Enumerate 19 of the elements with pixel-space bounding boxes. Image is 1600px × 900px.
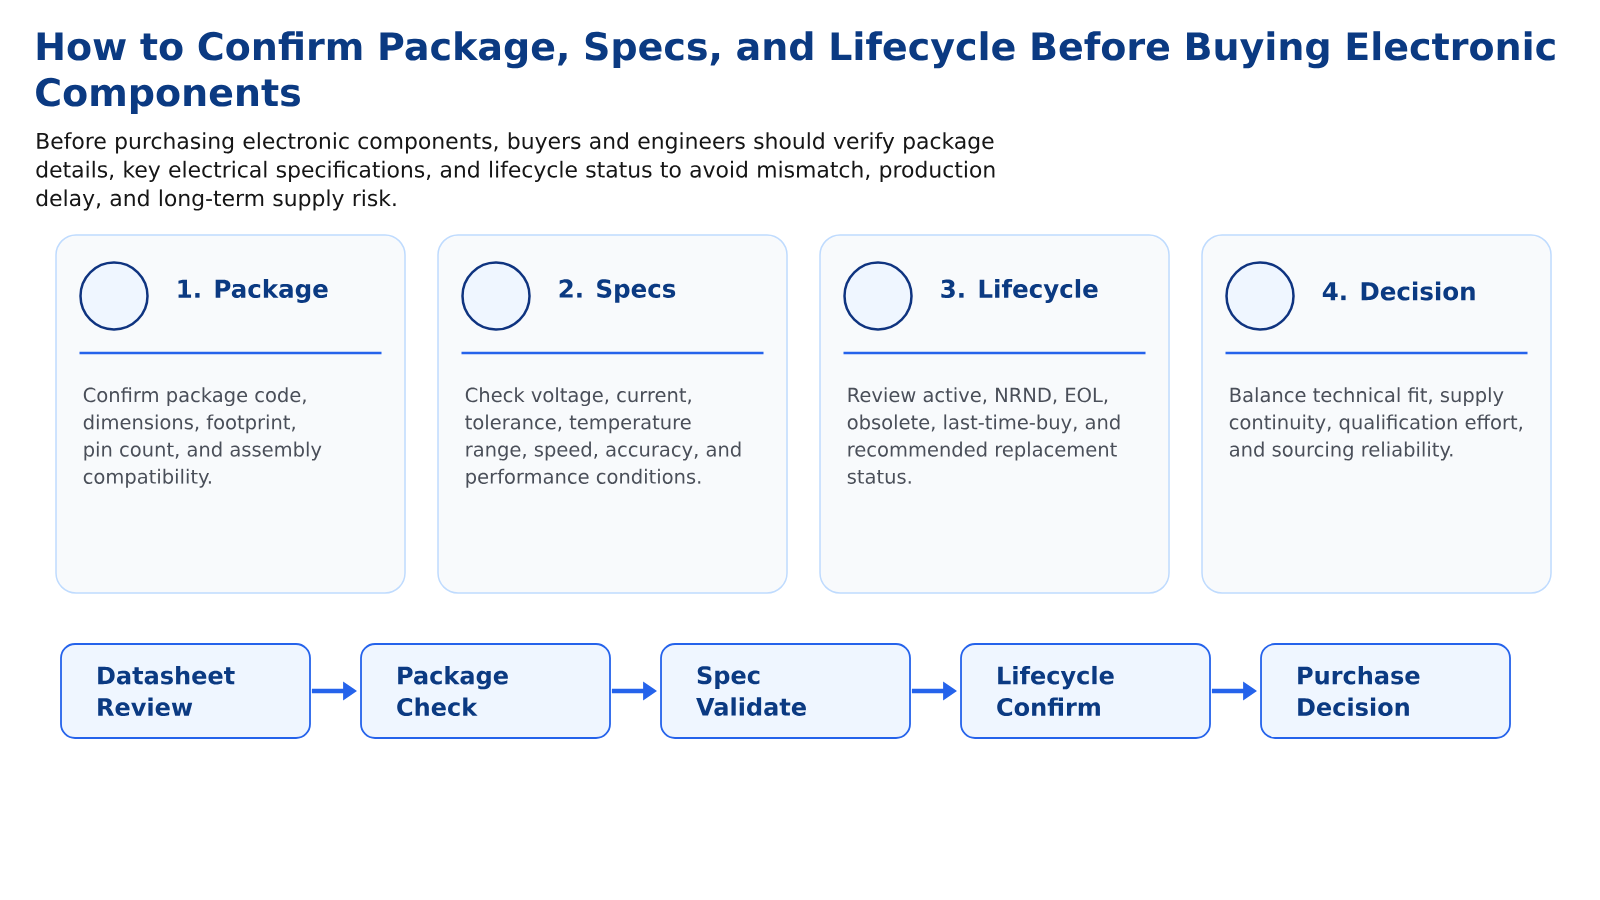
card-heading: 2. Specs	[559, 279, 676, 303]
circle-icon	[843, 261, 913, 331]
step-box: Datasheet Review	[60, 643, 311, 739]
intro-text: Before purchasing electronic components, buyers and engineers should verify package details, key electrical specifications, and lifecycle status to avoid mismatch, production delay, and long-term supply risk.	[36, 132, 995, 211]
step-box: Spec Validate	[660, 643, 911, 739]
step-box: Purchase Decision	[1260, 643, 1511, 739]
card-heading: 3. Lifecycle	[941, 279, 1098, 303]
card-text: Confirm package code, dimensions, footprint, pin count, and assembly compatibility.	[83, 387, 322, 488]
circle-icon	[79, 261, 149, 331]
card-text: Balance technical fit, supply continuity, qualification effort, and sourcing reliability.	[1229, 387, 1522, 461]
circle-icon	[461, 261, 531, 331]
card-text: Review active, NRND, EOL, obsolete, last-time-buy, and recommended replacement status.	[847, 387, 1120, 484]
card-heading: 4. Decision	[1322, 281, 1475, 301]
card-text: Check voltage, current, tolerance, temperature range, speed, accuracy, and performance conditions.	[465, 387, 741, 488]
step-box: Package Check	[360, 643, 611, 739]
title: How to Confirm Package, Specs, and Lifecycle Before Buying Electronic Components	[36, 31, 1555, 114]
card-heading: 1. Package	[178, 279, 328, 303]
step-box: Lifecycle Confirm	[960, 643, 1211, 739]
circle-icon	[1225, 261, 1295, 331]
